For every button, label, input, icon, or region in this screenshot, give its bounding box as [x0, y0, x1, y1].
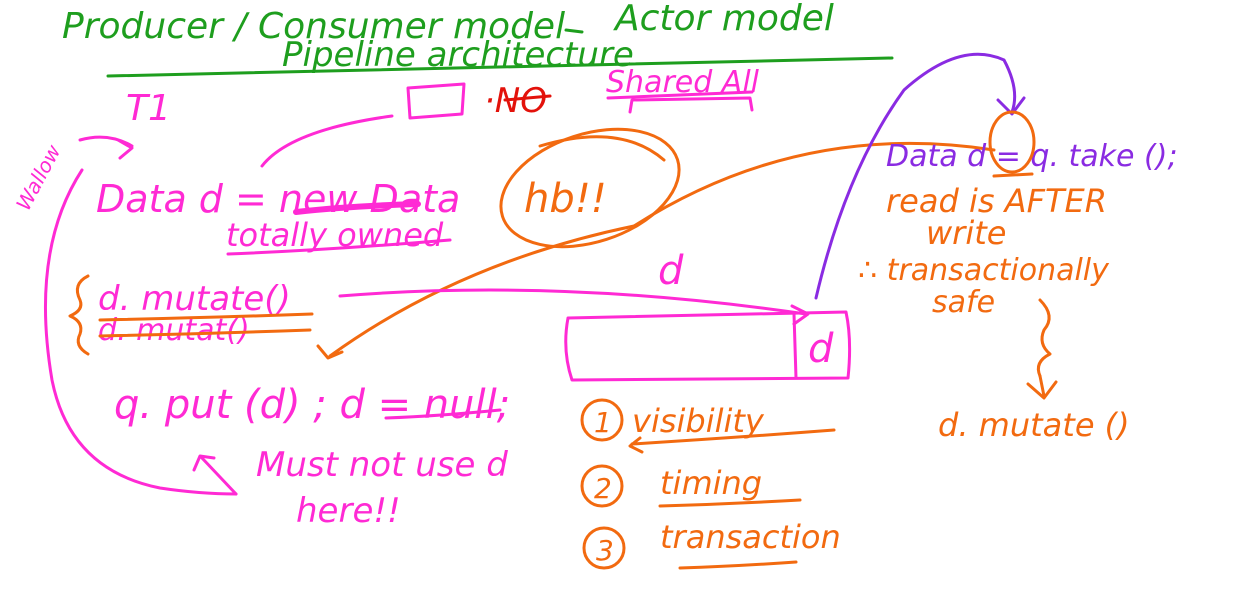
mutate-underline	[98, 312, 314, 322]
take-arrowhead	[996, 96, 1026, 116]
warning-line-1: Must not use d	[256, 445, 508, 485]
queue-label-d: d	[658, 248, 684, 294]
hb-label: hb!!	[524, 176, 607, 222]
property-3-num: 3	[596, 534, 614, 567]
property-2-label: timing	[660, 464, 762, 502]
no-strike	[503, 94, 552, 102]
wallow-callout: Wallow	[11, 140, 66, 214]
wallow-arrow	[78, 135, 134, 160]
totally-owned-underline	[226, 238, 452, 256]
warning-loop	[44, 168, 238, 496]
hb-ellipse	[499, 127, 681, 249]
put-statement: q. put (d) ; d = null;	[114, 382, 510, 428]
property-1-circle	[580, 398, 624, 442]
property-3-circle	[582, 526, 626, 570]
no-label: ·NO	[484, 81, 547, 121]
property-2-underline	[658, 498, 802, 508]
queue-item-d: d	[808, 326, 834, 372]
hb-arc-to-put	[316, 224, 636, 360]
property-2-num: 2	[594, 472, 612, 505]
property-1-num: 1	[594, 406, 612, 439]
take-d-circle	[988, 110, 1036, 174]
queue-arrow-in	[338, 288, 810, 326]
queue-pipe	[564, 310, 852, 382]
header-dash	[564, 28, 584, 34]
property-1-label: visibility	[632, 402, 765, 440]
transactionally-line-2: safe	[932, 285, 995, 320]
shared-box-shape	[406, 82, 466, 120]
take-d-underline	[992, 172, 1034, 178]
header-title-producer-consumer: Producer / Consumer model	[62, 6, 565, 47]
thread-label-t1: T1	[126, 88, 171, 129]
consumer-brace	[1036, 298, 1052, 378]
hb-ellipse-outer	[538, 135, 666, 162]
shared-all-underline	[606, 90, 754, 100]
property-3-label: transaction	[660, 518, 841, 556]
mutate-line-1: d. mutate()	[98, 279, 291, 319]
warning-line-2: here!!	[296, 491, 401, 531]
hb-arc-to-consumer	[632, 141, 996, 228]
read-after-line-1: read is AFTER	[886, 182, 1107, 220]
callout-line-to-top	[260, 114, 394, 168]
new-data-highlight	[293, 201, 421, 215]
transactionally-line-1: ∴ transactionally	[858, 253, 1110, 288]
mutate-strike	[98, 328, 312, 338]
consumer-arrow	[1026, 374, 1058, 400]
warning-arrow	[192, 454, 238, 496]
data-declaration: Data d = new Data	[96, 177, 460, 221]
take-arrow	[814, 52, 1017, 300]
property-1-underline	[628, 428, 836, 454]
header-title-actor-model: Actor model	[613, 0, 834, 39]
d-null-underline	[384, 408, 502, 420]
consumer-mutate: d. mutate ()	[938, 406, 1130, 444]
shared-all-bracket	[628, 96, 754, 114]
property-3-underline	[678, 560, 798, 570]
property-2-circle	[580, 464, 624, 508]
read-after-line-2: write	[926, 214, 1006, 252]
mutate-brace	[68, 274, 90, 356]
header-underline	[106, 56, 894, 78]
